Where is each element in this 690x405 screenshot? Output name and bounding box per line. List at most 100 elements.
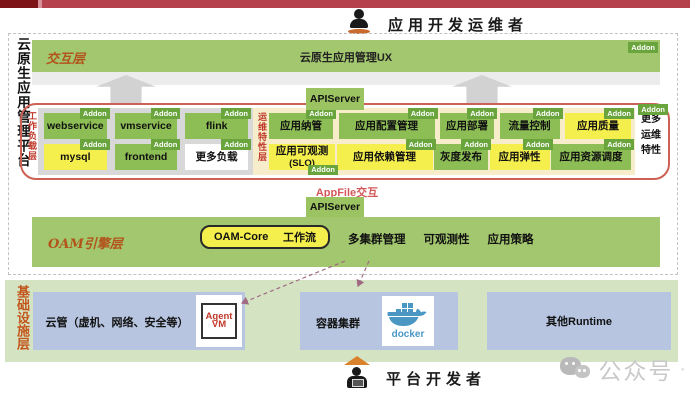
addon-tag: Addon bbox=[604, 139, 634, 150]
addon-tag: Addon bbox=[532, 108, 563, 119]
addon-tag: Addon bbox=[221, 108, 252, 119]
top-accent-bar-dark-segment bbox=[0, 0, 38, 8]
addon-tag: Addon bbox=[461, 139, 491, 150]
docker-wordmark: docker bbox=[392, 329, 425, 340]
component-label: vmservice bbox=[120, 119, 172, 132]
container-cluster-box: 容器集群 docker bbox=[300, 292, 458, 350]
addon-tag: Addon bbox=[467, 108, 497, 119]
agent-label: Agent bbox=[205, 311, 233, 323]
infrastructure-layer-bar: 基础设施层 云管（虚机、网络、安全等） Agent VM 容器集群 bbox=[5, 280, 678, 362]
apiserver-mid-box: APIServer bbox=[306, 197, 364, 217]
addon-tag: Addon bbox=[221, 139, 252, 150]
component-label: frontend bbox=[124, 150, 168, 163]
oam-capabilities: 多集群管理 可观测性 应用策略 bbox=[348, 231, 534, 247]
addon-tag: Addon bbox=[308, 164, 338, 175]
oam-engine-layer-bar: OAM引擎层 OAM-Core 工作流 多集群管理 可观测性 应用策略 bbox=[32, 217, 660, 267]
app-dev-ops-actor: 应用开发运维者 bbox=[346, 9, 528, 35]
workflow-label: 工作流 bbox=[283, 232, 316, 244]
component-label: mysql bbox=[60, 150, 91, 163]
agent-vm-box: Agent VM bbox=[196, 295, 242, 347]
container-cluster-label: 容器集群 bbox=[316, 318, 360, 330]
interaction-layer-bar: 交互层 云原生应用管理UX Addon bbox=[32, 40, 660, 72]
cloud-mgmt-box: 云管（虚机、网络、安全等） Agent VM bbox=[33, 292, 245, 350]
cloud-mgmt-label: 云管（虚机、网络、安全等） bbox=[45, 317, 189, 329]
platform-developer-actor: 平台开发者 bbox=[344, 356, 486, 394]
apiserver-top-box: APIServer bbox=[306, 88, 364, 110]
component-label: webservice bbox=[47, 119, 104, 132]
oam-core-pill: OAM-Core 工作流 bbox=[200, 225, 330, 249]
component-label: 应用配置管理 bbox=[355, 119, 418, 132]
docker-logo: docker bbox=[382, 296, 434, 346]
infrastructure-layer-label: 基础设施层 bbox=[14, 285, 29, 350]
watermark-dot: · bbox=[679, 357, 686, 380]
vm-label: VM bbox=[211, 319, 227, 330]
oam-capability-label: 应用策略 bbox=[487, 234, 534, 246]
oam-core-label: OAM-Core bbox=[214, 231, 269, 243]
developer-icon bbox=[344, 356, 370, 394]
top-accent-bar bbox=[0, 0, 690, 8]
addon-tag: Addon bbox=[150, 108, 181, 119]
component-label: 应用纳管 bbox=[280, 119, 322, 132]
interaction-layer-label: 交互层 bbox=[46, 52, 86, 67]
agent-vm-badge: Agent VM bbox=[201, 303, 237, 339]
up-arrow-icon bbox=[344, 356, 370, 365]
component-label: 应用依赖管理 bbox=[353, 150, 416, 163]
other-runtime-label: 其他Runtime bbox=[546, 316, 612, 328]
separator-band bbox=[32, 72, 660, 85]
appfile-interaction-label: AppFile交互 bbox=[315, 187, 379, 199]
addon-tag: Addon bbox=[405, 139, 436, 150]
app-dev-ops-actor-label: 应用开发运维者 bbox=[388, 16, 529, 34]
component-label: 应用资源调度 bbox=[559, 150, 623, 163]
addon-tag: Addon bbox=[628, 42, 658, 53]
ux-label: 云原生应用管理UX bbox=[299, 52, 393, 64]
component-label: 流量控制 bbox=[508, 119, 551, 132]
workload-layer-label: 工作负载层 bbox=[27, 111, 37, 161]
component-label: 灰度发布 bbox=[440, 150, 482, 163]
top-accent-bar-notch bbox=[38, 0, 42, 8]
wechat-icon bbox=[560, 355, 592, 383]
component-label: 应用可观测(SLO) bbox=[275, 144, 329, 169]
watermark: 公众号 · bbox=[560, 352, 686, 386]
more-ops-label: 更多运维特性 bbox=[641, 114, 661, 156]
ops-layer-label: 运维特性层 bbox=[257, 112, 267, 162]
oam-layer-label: OAM引擎层 bbox=[48, 237, 123, 252]
addon-tag: Addon bbox=[407, 108, 438, 119]
other-runtime-box: 其他Runtime bbox=[487, 292, 671, 350]
more-ops-box: Addon 更多运维特性 bbox=[637, 104, 668, 171]
platform-developer-label: 平台开发者 bbox=[386, 370, 487, 388]
component-label: flink bbox=[205, 119, 228, 132]
oam-capability-label: 可观测性 bbox=[423, 234, 470, 246]
addon-tag: Addon bbox=[638, 104, 668, 115]
platform-title: 云原生应用管理平台 bbox=[14, 37, 30, 168]
addon-tag: Addon bbox=[150, 139, 181, 150]
person-icon bbox=[346, 9, 372, 35]
addon-tag: Addon bbox=[604, 108, 634, 119]
oam-capability-label: 多集群管理 bbox=[348, 234, 406, 246]
component-label: 应用质量 bbox=[577, 119, 619, 132]
addon-tag: Addon bbox=[79, 139, 110, 150]
addon-tag: Addon bbox=[79, 108, 110, 119]
addon-tag: Addon bbox=[306, 108, 336, 119]
component-label: 应用弹性 bbox=[498, 150, 541, 163]
